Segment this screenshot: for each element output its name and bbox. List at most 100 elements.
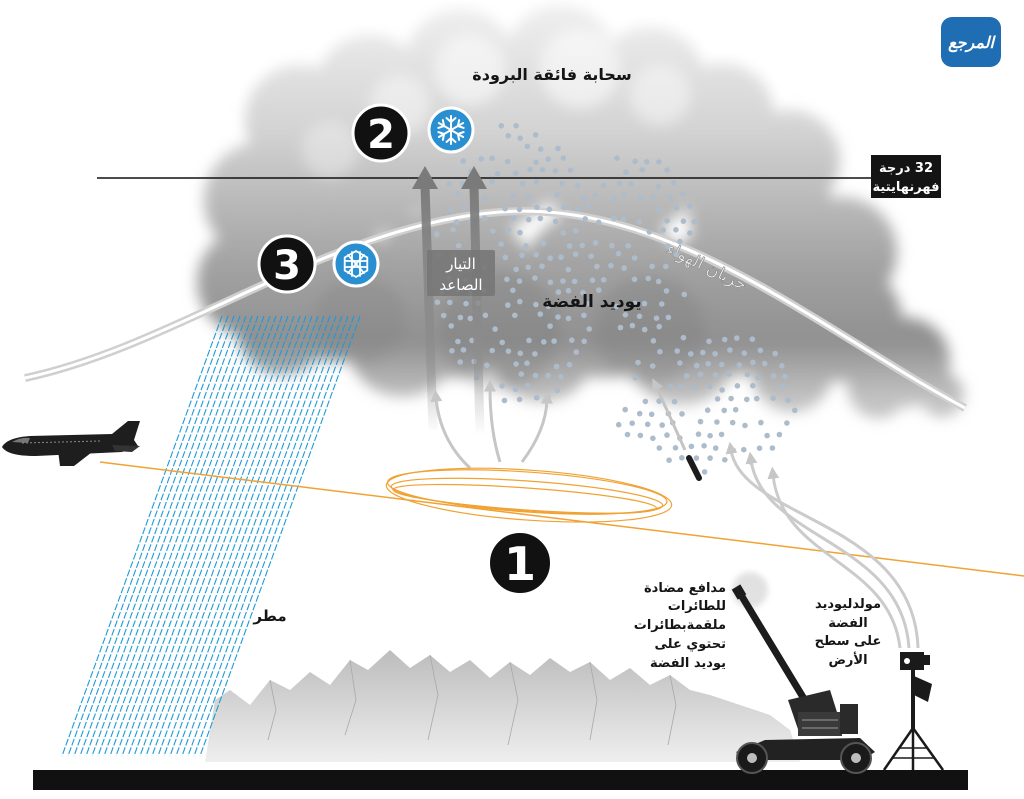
particle-dot bbox=[628, 180, 634, 187]
particle-dot bbox=[518, 371, 525, 377]
particle-dot bbox=[526, 337, 532, 344]
rain-streak bbox=[121, 315, 283, 757]
freezing-level-box bbox=[871, 155, 941, 198]
particle-dot bbox=[455, 242, 462, 249]
particle-dot bbox=[575, 206, 581, 212]
particle-dot bbox=[573, 349, 580, 355]
particle-dot bbox=[714, 396, 721, 402]
cannon-label-line: تحتوي على bbox=[655, 637, 727, 652]
particle-dot bbox=[732, 406, 739, 413]
particle-dot bbox=[572, 251, 579, 257]
particle-dot bbox=[554, 387, 561, 394]
particle-dot bbox=[569, 337, 575, 344]
particle-dot bbox=[467, 315, 474, 322]
cloud-highlight bbox=[630, 65, 690, 125]
particle-dot bbox=[463, 300, 469, 307]
particle-dot bbox=[742, 422, 748, 429]
particle-dot bbox=[691, 219, 697, 225]
particle-dot bbox=[534, 204, 540, 211]
particle-dot bbox=[706, 338, 712, 345]
generator-label-line: الفضة bbox=[828, 616, 867, 631]
airplane-icon bbox=[2, 421, 140, 466]
particle-dot bbox=[494, 170, 501, 177]
particle-dot bbox=[660, 227, 666, 233]
cloud-title: سحابة فائقة البرودة bbox=[472, 65, 631, 84]
cloud-highlight bbox=[540, 28, 620, 108]
cannon-label-line: ملقمةبطائرات bbox=[634, 618, 726, 633]
particle-dot bbox=[539, 263, 545, 270]
generator-handle bbox=[912, 676, 932, 702]
particle-dot bbox=[547, 323, 553, 329]
ground-bar bbox=[33, 770, 968, 790]
particle-dot bbox=[707, 383, 713, 390]
particle-dot bbox=[650, 194, 656, 201]
particle-dot bbox=[555, 145, 561, 152]
particle-dot bbox=[492, 326, 498, 332]
particle-dot bbox=[581, 312, 587, 319]
particle-dot bbox=[552, 218, 559, 225]
particle-dot bbox=[772, 350, 778, 357]
particle-dot bbox=[516, 396, 523, 403]
particle-dot bbox=[594, 263, 600, 270]
airplane-tailplane bbox=[112, 445, 140, 452]
particle-dot bbox=[560, 155, 567, 161]
cannon-label-line: يوديد الفضة bbox=[650, 656, 726, 671]
cloud-puff bbox=[848, 358, 908, 418]
particle-dot bbox=[659, 422, 665, 428]
cloud-highlight bbox=[435, 35, 505, 105]
ice-crystal-line bbox=[347, 254, 365, 274]
particle-dot bbox=[769, 445, 776, 451]
particle-dot bbox=[502, 254, 509, 261]
particle-dot bbox=[505, 133, 512, 139]
particle-dot bbox=[707, 455, 713, 461]
particle-dot bbox=[561, 204, 567, 211]
particle-dot bbox=[524, 143, 531, 150]
particle-dot bbox=[510, 287, 516, 294]
cloud-shadow bbox=[440, 270, 560, 390]
particle-dot bbox=[736, 362, 743, 368]
seed-rise-arrows bbox=[430, 379, 553, 470]
rain-streak bbox=[127, 315, 289, 757]
gun-wheel-hub bbox=[851, 753, 861, 763]
particle-dot bbox=[447, 299, 453, 306]
particle-dot bbox=[455, 190, 461, 197]
particle-dot bbox=[533, 252, 539, 258]
particle-dot bbox=[664, 432, 670, 438]
airplane-windows bbox=[21, 440, 101, 444]
particle-dot bbox=[585, 300, 592, 307]
particle-dot bbox=[588, 253, 594, 259]
particle-dot bbox=[677, 238, 683, 245]
particle-dot bbox=[560, 278, 566, 284]
mountain-ridge bbox=[427, 654, 439, 741]
particle-dot bbox=[613, 303, 620, 310]
flight-loop bbox=[385, 467, 673, 523]
particle-dot bbox=[504, 158, 511, 165]
particle-dot bbox=[560, 230, 566, 236]
rain-streak bbox=[91, 315, 253, 757]
particle-dot bbox=[457, 359, 464, 365]
particle-dot bbox=[513, 266, 519, 273]
particle-dot bbox=[712, 372, 719, 378]
particle-dot bbox=[673, 251, 680, 258]
particle-dot bbox=[623, 169, 629, 175]
particle-dot bbox=[697, 418, 704, 425]
particle-dot bbox=[533, 301, 539, 308]
particle-dot bbox=[741, 446, 747, 453]
particle-dot bbox=[687, 230, 693, 236]
particle-dot bbox=[523, 243, 529, 249]
updraft-arrow-shaft bbox=[469, 185, 485, 436]
rain-streak bbox=[187, 315, 349, 757]
particle-dot bbox=[637, 194, 644, 201]
particle-dot bbox=[701, 443, 707, 449]
particle-dot bbox=[636, 313, 643, 320]
gun-mount bbox=[798, 712, 842, 736]
rain-streak bbox=[193, 315, 355, 757]
particle-dot bbox=[770, 373, 777, 379]
particle-dot bbox=[482, 195, 488, 201]
rain-streak bbox=[157, 315, 319, 757]
projectile-trail bbox=[652, 378, 687, 451]
particle-dot bbox=[792, 407, 798, 414]
particle-dot bbox=[679, 455, 685, 461]
ground-generator-icon bbox=[882, 652, 945, 771]
rain bbox=[61, 315, 361, 757]
